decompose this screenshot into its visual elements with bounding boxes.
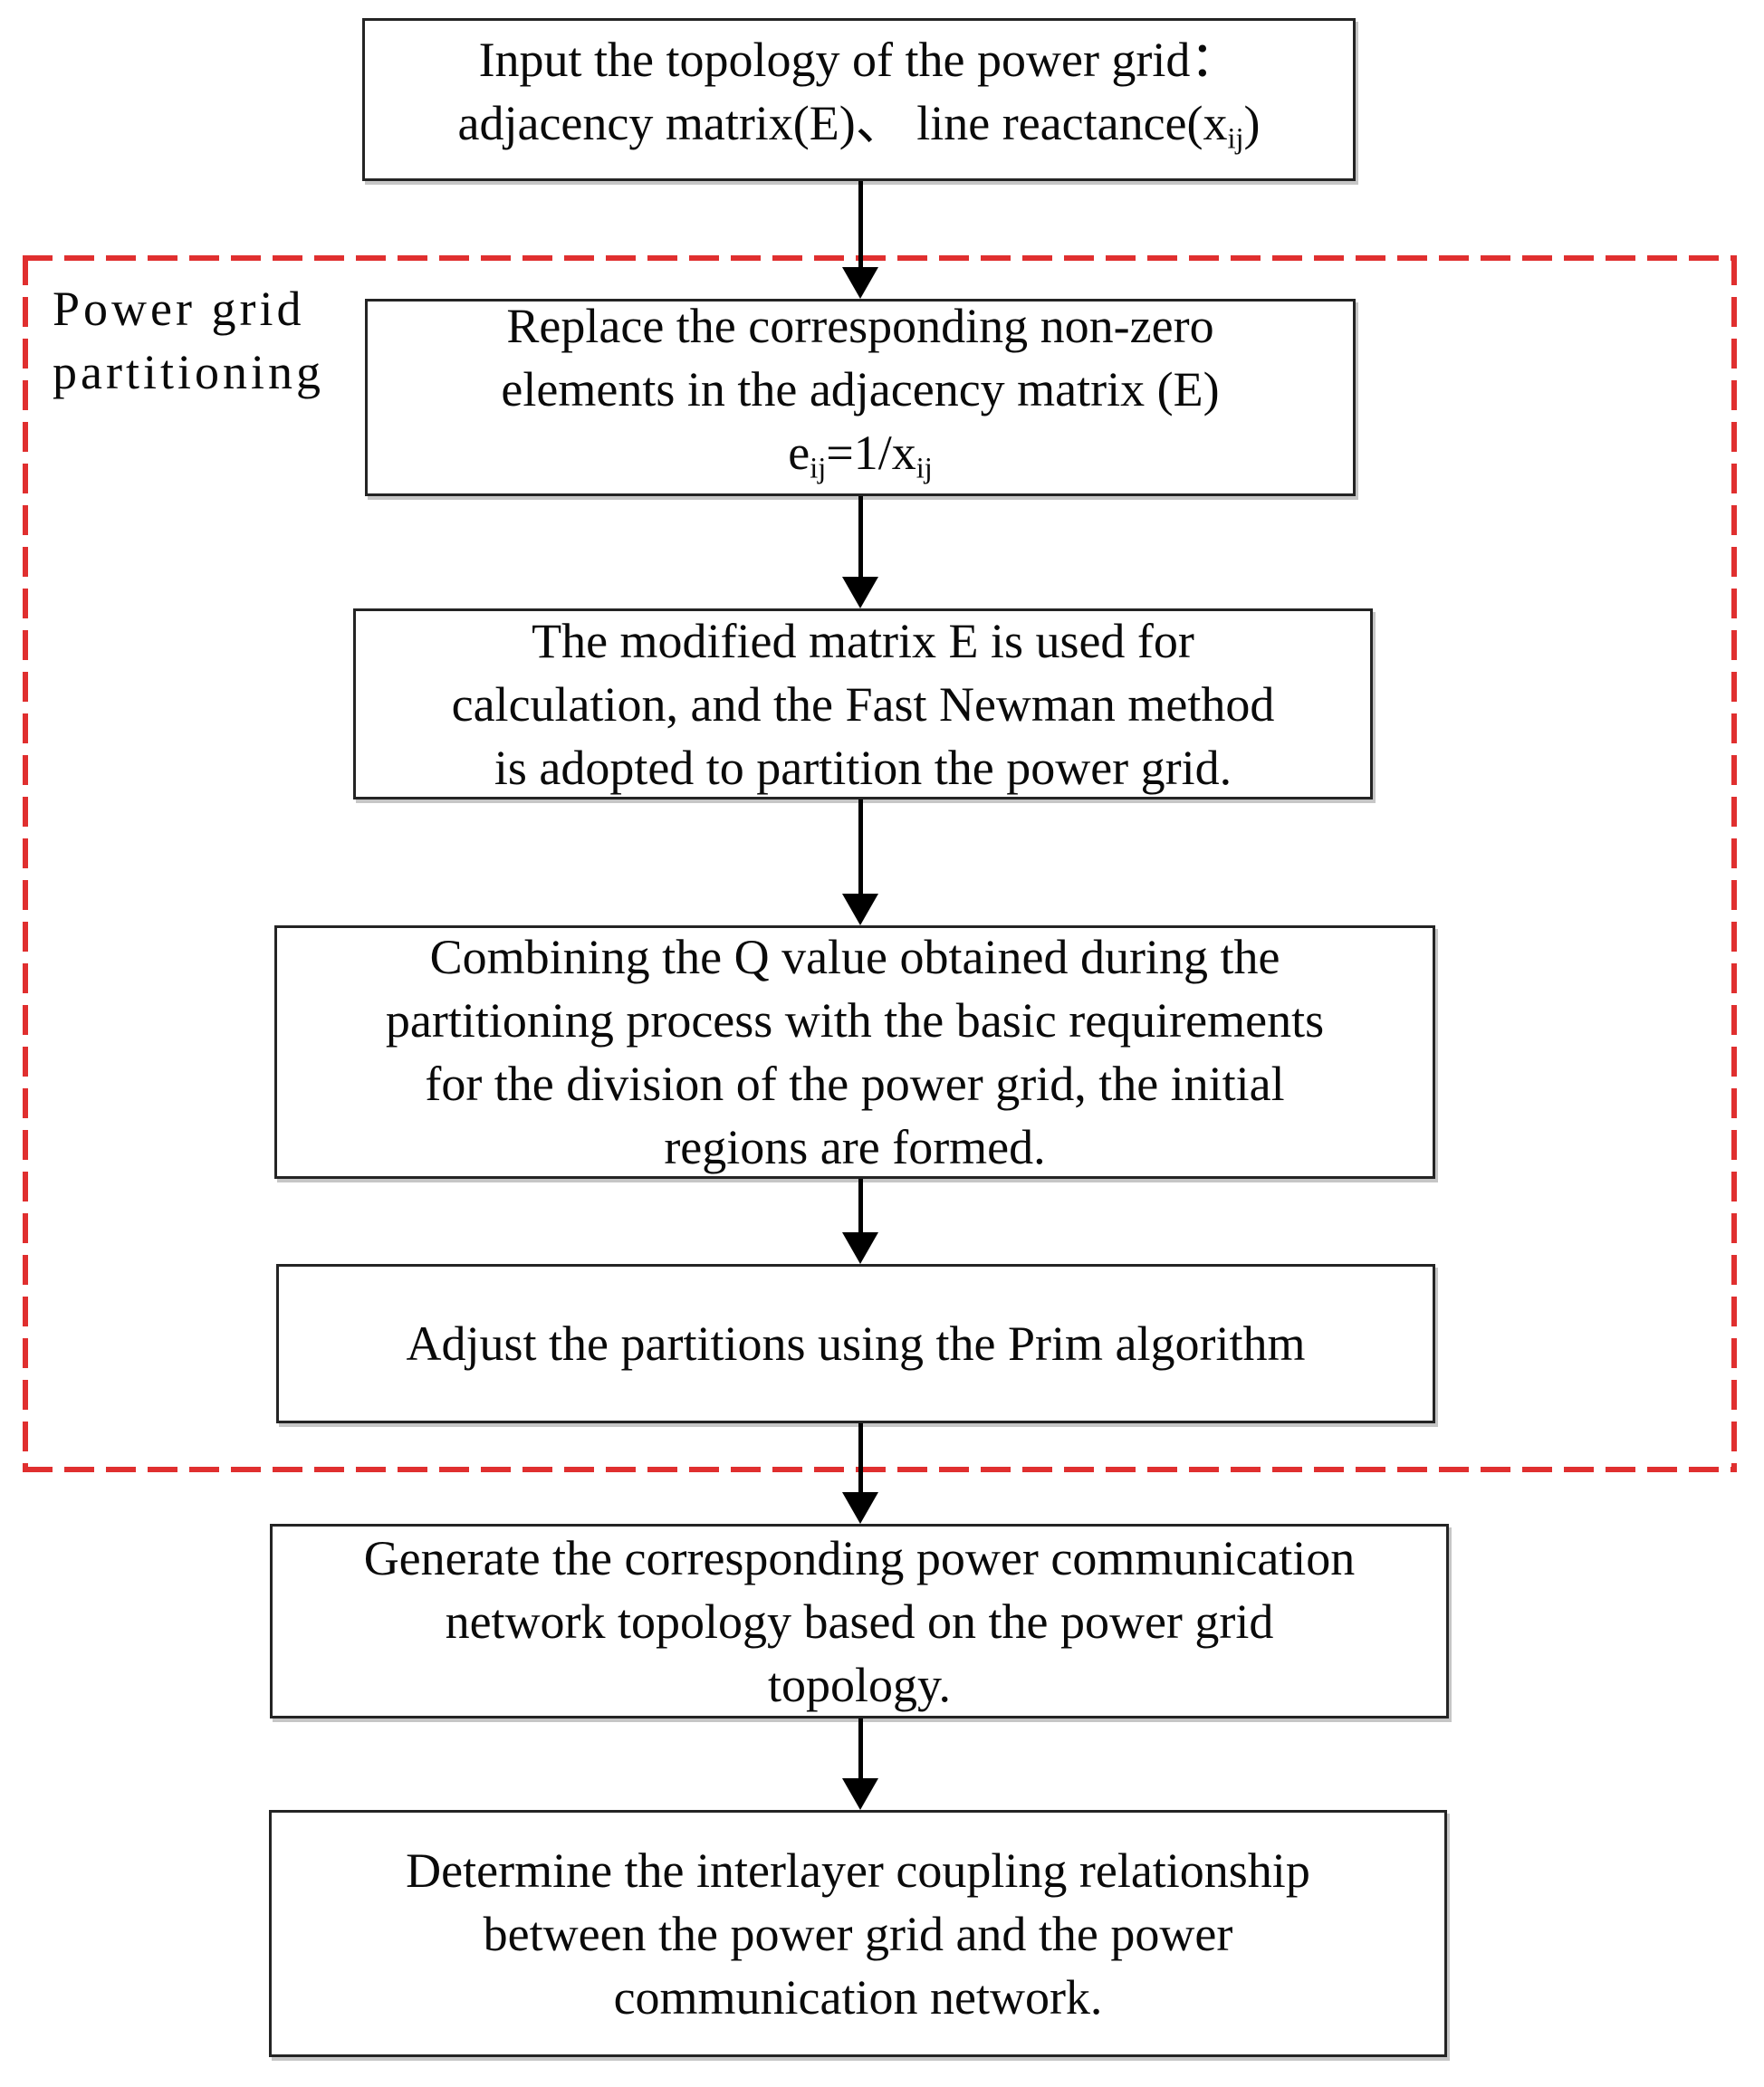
arrow-generate-to-determine-shaft — [858, 1718, 863, 1778]
formula-segment: e — [788, 426, 810, 481]
text-line: Generate the corresponding power communi… — [363, 1530, 1356, 1585]
dashed-region-border-right — [1731, 255, 1737, 1472]
text-line: for the division of the power grid, the … — [425, 1057, 1285, 1111]
text-line: communication network. — [613, 1969, 1103, 2025]
text-segment: ) — [1243, 96, 1261, 151]
text-line: Combining the Q value obtained during th… — [429, 930, 1280, 984]
subscript: ij — [810, 452, 827, 485]
text-line: Determine the interlayer coupling relati… — [406, 1843, 1310, 1898]
arrow-input-to-replace-head — [842, 267, 878, 299]
subscript: ij — [1227, 122, 1244, 156]
dashed-region-border-left — [23, 255, 28, 1472]
arrow-combine-to-prim-head — [842, 1232, 878, 1264]
text-line: network topology based on the power grid — [445, 1594, 1274, 1649]
text-line: adjacency matrix(E)、 line reactance(xij) — [458, 91, 1261, 171]
arrow-generate-to-determine-head — [842, 1778, 878, 1810]
text-line: Adjust the partitions using the Prim alg… — [406, 1316, 1306, 1371]
arrow-prim-to-generate-shaft — [858, 1423, 863, 1493]
flow-box-fast-newman: The modified matrix E is used for calcul… — [353, 608, 1373, 799]
flow-box-combine-q-value: Combining the Q value obtained during th… — [274, 925, 1435, 1179]
region-label-line: partitioning — [53, 345, 324, 399]
region-label-line: Power grid — [53, 282, 305, 336]
text-line: Input the topology of the power grid： — [478, 33, 1240, 88]
text-segment: adjacency matrix(E)、 line reactance(x — [457, 96, 1228, 151]
formula-segment: =1/x — [826, 426, 916, 481]
arrow-replace-to-newman-shaft — [858, 496, 863, 578]
flow-box-determine-coupling: Determine the interlayer coupling relati… — [269, 1810, 1447, 2057]
text-line: The modified matrix E is used for — [532, 613, 1194, 668]
formula-line: eij=1/xij — [788, 421, 932, 501]
arrow-replace-to-newman-head — [842, 577, 878, 608]
text-line: partitioning process with the basic requ… — [385, 993, 1325, 1048]
text-line: between the power grid and the power — [483, 1906, 1233, 1961]
subscript: ij — [916, 452, 933, 485]
arrow-input-to-replace-shaft — [858, 181, 863, 268]
arrow-combine-to-prim-shaft — [858, 1179, 863, 1233]
text-line: topology. — [768, 1657, 951, 1712]
flow-box-replace-elements: Replace the corresponding non-zero eleme… — [365, 299, 1356, 496]
region-label-power-grid-partitioning: Power grid partitioning — [53, 277, 324, 404]
flow-box-generate-topology: Generate the corresponding power communi… — [270, 1524, 1449, 1718]
arrow-newman-to-combine-shaft — [858, 799, 863, 894]
flow-box-prim-adjust: Adjust the partitions using the Prim alg… — [276, 1264, 1435, 1423]
arrow-prim-to-generate-head — [842, 1492, 878, 1524]
dashed-region-border-top — [23, 255, 1737, 261]
dashed-region-border-bottom — [23, 1467, 1737, 1472]
arrow-newman-to-combine-head — [842, 894, 878, 925]
text-line: calculation, and the Fast Newman method — [451, 676, 1275, 732]
text-line: elements in the adjacency matrix (E) — [501, 362, 1220, 417]
text-line: Replace the corresponding non-zero — [506, 299, 1214, 354]
flow-box-input-topology: Input the topology of the power grid： ad… — [362, 18, 1356, 181]
text-line: is adopted to partition the power grid. — [494, 740, 1232, 795]
text-line: regions are formed. — [664, 1120, 1046, 1174]
